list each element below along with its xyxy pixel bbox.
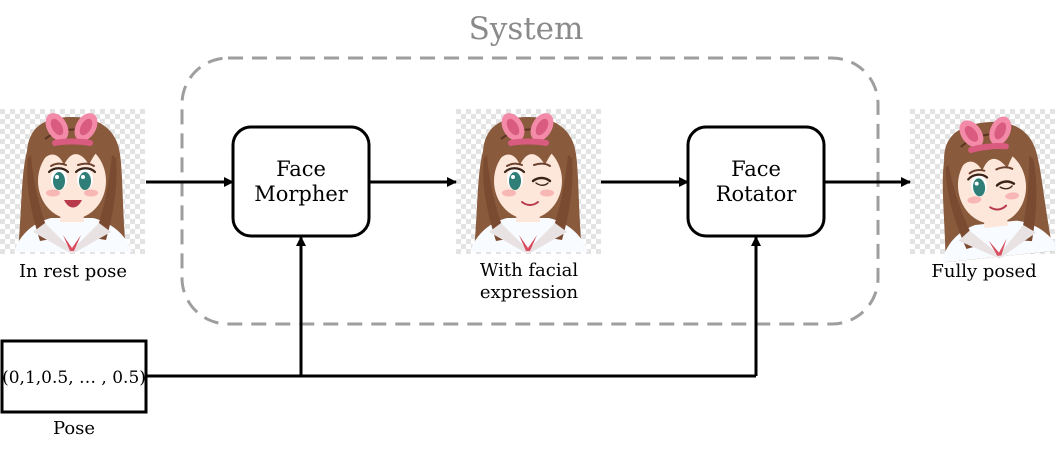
rest-pose-image	[0, 109, 145, 254]
face-morpher-block: Face Morpher	[231, 125, 371, 238]
facial-expression-image	[456, 109, 601, 254]
face-morpher-label-line-2: Morpher	[254, 182, 349, 206]
face-morpher-label-line-1: Face	[276, 157, 326, 181]
system-title: System	[469, 11, 584, 47]
open-mouth	[64, 200, 82, 208]
face-rotator-label-line-1: Face	[731, 157, 781, 181]
pose-vector: (0,1,0.5, … , 0.5)	[2, 368, 146, 388]
smile-mouth	[521, 201, 539, 206]
pose-label: Pose	[53, 418, 95, 439]
face-rotator-block: Face Rotator	[686, 125, 826, 238]
smile-mouth-turned	[989, 204, 1008, 211]
facial-expression-caption-line-2: expression	[480, 282, 579, 303]
rest-pose-caption: In rest pose	[19, 261, 127, 282]
pose-vector-box: (0,1,0.5, … , 0.5)	[0, 339, 148, 414]
face-rotator-label-line-2: Rotator	[716, 182, 797, 206]
fully-posed-caption: Fully posed	[931, 261, 1036, 282]
facial-expression-caption-line-1: With facial	[480, 260, 578, 281]
system-boundary	[180, 56, 880, 326]
fully-posed-image	[910, 108, 1056, 265]
